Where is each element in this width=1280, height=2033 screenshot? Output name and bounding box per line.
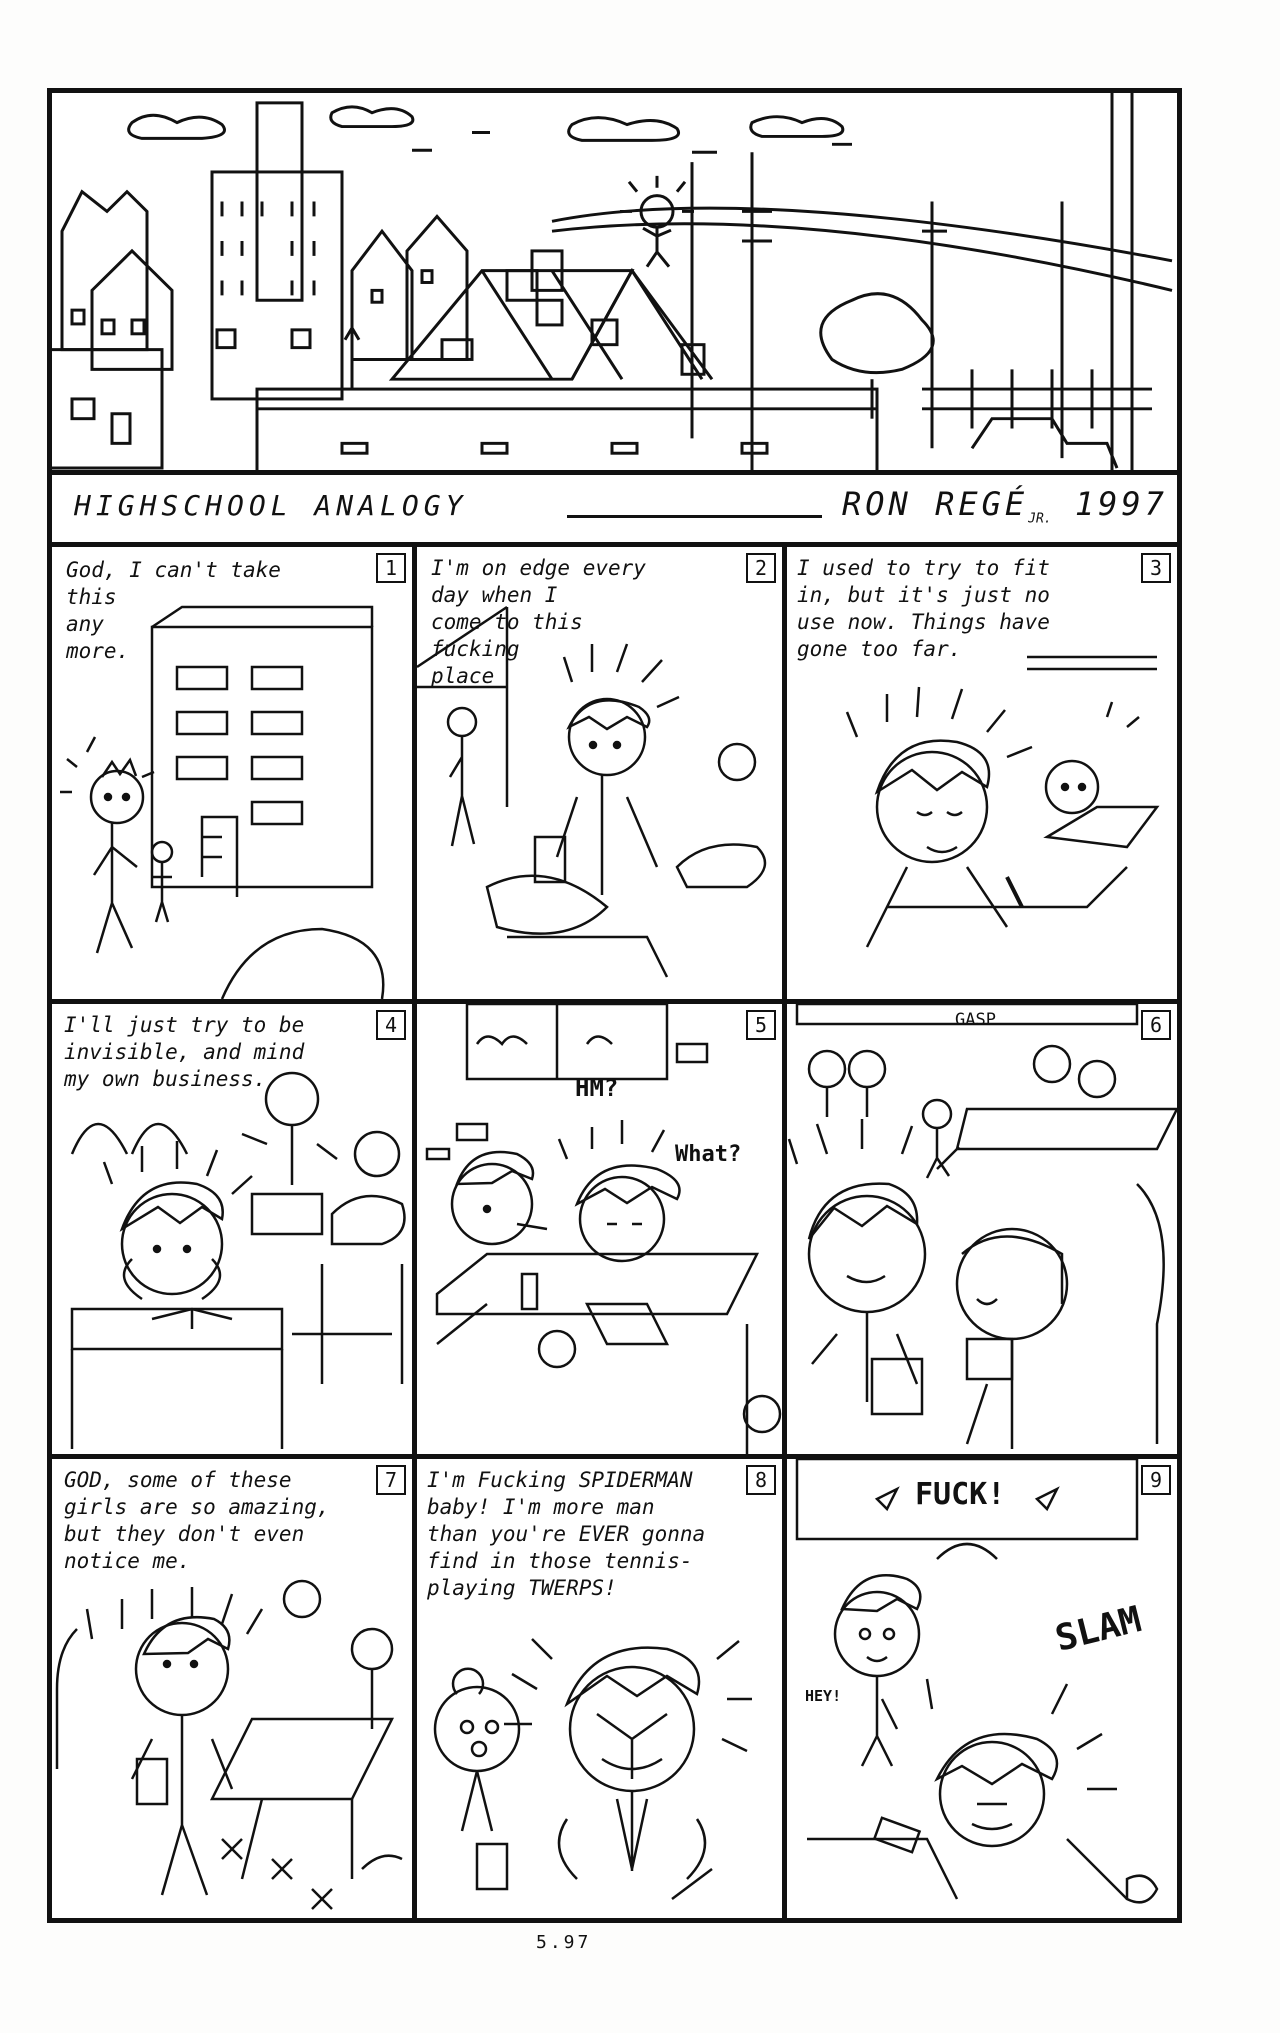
panel-4-art bbox=[70, 1071, 406, 1449]
gutter-h1 bbox=[52, 999, 1177, 1004]
comic-title: HIGHSCHOOL ANALOGY bbox=[74, 489, 468, 522]
panel-3-caption: I used to try to fit in, but it's just n… bbox=[797, 556, 1050, 661]
panel-9: FUCK! SLAM HEY! 9 bbox=[787, 1459, 1177, 1918]
panel-2-caption: I'm on edge every day when I come to thi… bbox=[431, 556, 646, 688]
panel-7-caption: GOD, some of these girls are so amazing,… bbox=[64, 1468, 330, 1573]
author-credit: RON REGÉJR. 1997 bbox=[842, 485, 1168, 526]
panel-8-art bbox=[433, 1638, 752, 1900]
panel-2-number: 2 bbox=[746, 553, 776, 583]
panel-7-art bbox=[55, 1579, 403, 1910]
panel-4-number: 4 bbox=[376, 1010, 406, 1040]
gutter-v1 bbox=[412, 547, 417, 1918]
page-folio: 5.97 bbox=[536, 1932, 592, 1953]
panel-7-number: 7 bbox=[376, 1465, 406, 1495]
panel-5-sfx-what: What? bbox=[675, 1142, 742, 1167]
panel-9-art bbox=[795, 1459, 1159, 1904]
author-suffix: JR. bbox=[1028, 511, 1052, 527]
comic-year: 1997 bbox=[1074, 485, 1168, 523]
panel-4: I'll just try to be invisible, and mind … bbox=[52, 1004, 412, 1454]
panel-1: God, I can't take this any more. 1 bbox=[52, 547, 412, 999]
panel-3-art bbox=[845, 655, 1160, 948]
panel-1-caption: God, I can't take this any more. bbox=[66, 558, 281, 663]
gutter-h2 bbox=[52, 1454, 1177, 1459]
panel-6-art bbox=[787, 1004, 1177, 1449]
panel-grid: God, I can't take this any more. 1 bbox=[52, 547, 1177, 1918]
panel-6-number: 6 bbox=[1141, 1010, 1171, 1040]
panel-8-caption: I'm Fucking SPIDERMAN baby! I'm more man… bbox=[427, 1468, 706, 1600]
comic-frame: HIGHSCHOOL ANALOGY RON REGÉJR. 1997 bbox=[47, 88, 1182, 1923]
panel-9-sfx-fuck: FUCK! bbox=[915, 1477, 1006, 1512]
gutter-v2 bbox=[782, 547, 787, 1918]
panel-5-number: 5 bbox=[746, 1010, 776, 1040]
title-bar: HIGHSCHOOL ANALOGY RON REGÉJR. 1997 bbox=[52, 475, 1177, 547]
panel-7: GOD, some of these girls are so amazing,… bbox=[52, 1459, 412, 1918]
panel-6: GASP 6 bbox=[787, 1004, 1177, 1454]
panel-4-caption: I'll just try to be invisible, and mind … bbox=[64, 1013, 305, 1091]
panel-3-number: 3 bbox=[1141, 553, 1171, 583]
panel-5-sfx-hm: HM? bbox=[575, 1074, 619, 1102]
panel-9-number: 9 bbox=[1141, 1465, 1171, 1495]
panel-5: HM? What? 5 bbox=[417, 1004, 782, 1454]
title-divider bbox=[567, 515, 822, 518]
panel-2: I'm on edge every day when I come to thi… bbox=[417, 547, 782, 999]
author-name: RON REGÉ bbox=[842, 485, 1029, 523]
panel-1-number: 1 bbox=[376, 553, 406, 583]
panel-9-sfx-hey: HEY! bbox=[805, 1687, 842, 1705]
splash-panel-cityscape bbox=[52, 93, 1177, 475]
panel-8-number: 8 bbox=[746, 1465, 776, 1495]
panel-6-sfx-gasp: GASP bbox=[955, 1010, 996, 1030]
panel-3: I used to try to fit in, but it's just n… bbox=[787, 547, 1177, 999]
panel-1-art bbox=[60, 605, 385, 999]
panel-5-art bbox=[425, 1004, 782, 1454]
panel-8: I'm Fucking SPIDERMAN baby! I'm more man… bbox=[417, 1459, 782, 1918]
panel-2-art bbox=[417, 605, 767, 978]
